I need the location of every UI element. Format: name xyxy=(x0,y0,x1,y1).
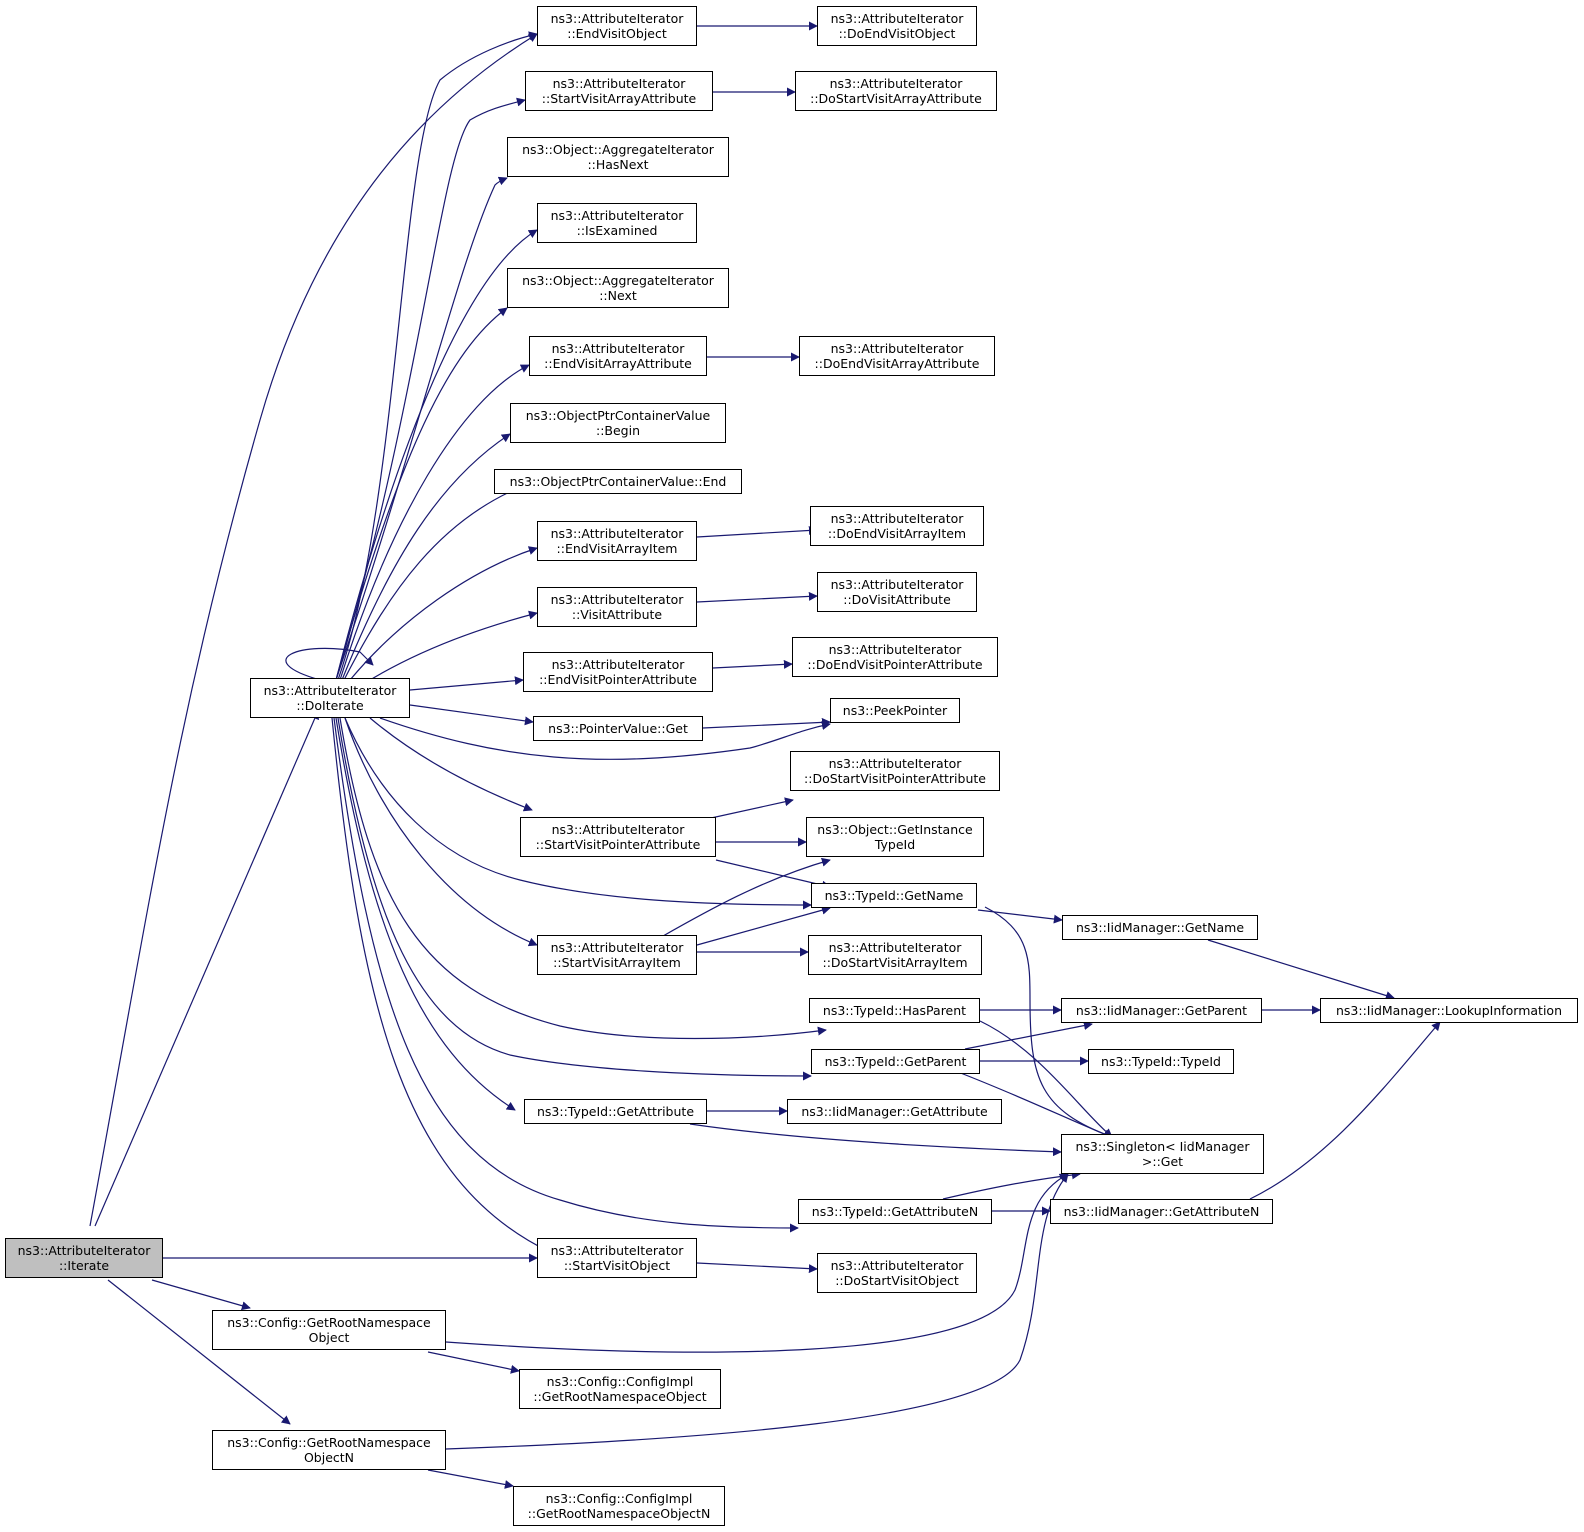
node-startvisitarrayattribute[interactable]: ns3::AttributeIterator::StartVisitArrayA… xyxy=(525,71,713,111)
node-doendvisitobject[interactable]: ns3::AttributeIterator::DoEndVisitObject xyxy=(817,6,977,46)
edge-startvisitpointerattribute-dostart xyxy=(701,797,794,821)
edge-doiterate-hasparent xyxy=(339,717,827,1040)
node-hasparent[interactable]: ns3::TypeId::HasParent xyxy=(809,998,980,1023)
edge-startvisitpointerattribute-typeidgetname xyxy=(715,859,831,890)
edge-iterate-getrootnamespaceobjectn xyxy=(107,1279,291,1425)
edge-startvisitobject-do xyxy=(696,1262,818,1274)
node-startvisitobject[interactable]: ns3::AttributeIterator::StartVisitObject xyxy=(537,1238,697,1278)
node-endvisitpointerattribute[interactable]: ns3::AttributeIterator::EndVisitPointerA… xyxy=(523,652,713,692)
node-iidgetattributen[interactable]: ns3::IidManager::GetAttributeN xyxy=(1050,1199,1273,1224)
node-iidgetname[interactable]: ns3::IidManager::GetName xyxy=(1062,915,1258,940)
edge-typeidgetname-iidgetname xyxy=(977,909,1063,924)
node-iterate: ns3::AttributeIterator::Iterate xyxy=(5,1238,163,1278)
edge-iterate-endvisitobject xyxy=(89,33,538,1227)
edge-getrootnamespaceobjectn-singletonget xyxy=(445,1173,1069,1450)
node-iidgetparent[interactable]: ns3::IidManager::GetParent xyxy=(1061,998,1262,1023)
node-endvisitobject[interactable]: ns3::AttributeIterator::EndVisitObject xyxy=(537,6,697,46)
edge-getrootnamespaceobjectn-configimpl xyxy=(427,1469,514,1489)
edge-doiterate-startvisitarrayitem xyxy=(344,717,538,947)
edge-doiterate-opcbegin xyxy=(341,433,511,681)
node-aggnext[interactable]: ns3::Object::AggregateIterator::Next xyxy=(507,268,729,308)
node-peekpointer[interactable]: ns3::PeekPointer xyxy=(830,698,960,723)
edge-getparent-iidgetparent xyxy=(964,1021,1093,1050)
edge-doiterate-startvisitpointerattribute xyxy=(369,717,533,812)
node-typeidtypeid[interactable]: ns3::TypeId::TypeId xyxy=(1088,1049,1234,1074)
node-startvisitpointerattribute[interactable]: ns3::AttributeIterator::StartVisitPointe… xyxy=(520,817,716,857)
edge-getparent-singletonget xyxy=(957,1071,1113,1139)
node-doendvisitpointerattribute[interactable]: ns3::AttributeIterator::DoEndVisitPointe… xyxy=(792,637,998,677)
edge-getrootnamespaceobject-singletonget xyxy=(445,1173,1069,1353)
edge-doiterate-getparent xyxy=(337,717,812,1081)
edge-getattribute-singletonget xyxy=(689,1123,1062,1157)
node-configimplgetrootnamespaceobject[interactable]: ns3::Config::ConfigImpl::GetRootNamespac… xyxy=(519,1369,721,1409)
edge-doiterate-peekpointer xyxy=(379,717,831,760)
edge-iidgetattributen-lookupinformation xyxy=(1249,1021,1441,1200)
node-startvisitarrayitem[interactable]: ns3::AttributeIterator::StartVisitArrayI… xyxy=(537,935,697,975)
node-agghasnext[interactable]: ns3::Object::AggregateIterator::HasNext xyxy=(507,137,729,177)
node-opcbegin[interactable]: ns3::ObjectPtrContainerValue::Begin xyxy=(510,403,726,443)
node-endvisitarrayitem[interactable]: ns3::AttributeIterator::EndVisitArrayIte… xyxy=(537,521,697,561)
node-typeidgetname[interactable]: ns3::TypeId::GetName xyxy=(811,883,977,908)
edge-doiterate-startvisitarrayattribute xyxy=(335,97,526,681)
edge-doiterate-endvisitpointerattribute xyxy=(409,676,524,691)
edge-iterate-getrootnamespaceobject xyxy=(151,1279,251,1311)
edge-doiterate-startvisitobject xyxy=(331,717,551,1253)
node-getattributen[interactable]: ns3::TypeId::GetAttributeN xyxy=(798,1199,992,1224)
edge-doiterate-opcend xyxy=(343,484,524,681)
edge-pointervalueget-peekpointer xyxy=(702,717,831,729)
edge-iidgetname-lookupinformation xyxy=(1207,939,1395,1000)
edge-doiterate-endvisitobject xyxy=(337,31,538,681)
node-iidgetattribute[interactable]: ns3::IidManager::GetAttribute xyxy=(787,1099,1002,1124)
node-singletonget[interactable]: ns3::Singleton< IidManager>::Get xyxy=(1061,1134,1264,1174)
node-doiterate[interactable]: ns3::AttributeIterator::DoIterate xyxy=(250,678,410,718)
node-isexamined[interactable]: ns3::AttributeIterator::IsExamined xyxy=(537,203,697,243)
node-endvisitarrayattribute[interactable]: ns3::AttributeIterator::EndVisitArrayAtt… xyxy=(529,336,707,376)
edge-startvisitarrayitem-getinstancetypeid xyxy=(655,857,831,941)
edge-visitattribute-do xyxy=(696,591,818,603)
node-doendvisitarrayitem[interactable]: ns3::AttributeIterator::DoEndVisitArrayI… xyxy=(810,506,984,546)
edge-doiterate-aggnext xyxy=(335,307,508,681)
edge-doiterate-getattributen xyxy=(333,717,799,1233)
edge-hasparent-singletonget xyxy=(979,1020,1113,1138)
node-getparent[interactable]: ns3::TypeId::GetParent xyxy=(811,1049,980,1074)
edge-doiterate-endvisitarrayitem xyxy=(349,546,538,681)
edge-endvisitpointerattribute-do xyxy=(712,659,793,669)
node-getattribute[interactable]: ns3::TypeId::GetAttribute xyxy=(524,1099,707,1124)
node-opcend[interactable]: ns3::ObjectPtrContainerValue::End xyxy=(494,469,742,494)
edge-typeidgetname-singletonget xyxy=(984,906,1113,1139)
edge-doiterate-self xyxy=(285,647,374,681)
node-lookupinformation[interactable]: ns3::IidManager::LookupInformation xyxy=(1320,998,1578,1023)
node-dostartvisitpointerattribute[interactable]: ns3::AttributeIterator::DoStartVisitPoin… xyxy=(790,751,1000,791)
edge-iterate-doiterate xyxy=(94,710,319,1227)
edge-endvisitarrayitem-do xyxy=(696,525,818,538)
edge-doiterate-pointervalueget xyxy=(409,704,534,726)
edge-getrootnamespaceobject-configimpl xyxy=(427,1351,520,1374)
node-doendvisitarrayattribute[interactable]: ns3::AttributeIterator::DoEndVisitArrayA… xyxy=(799,336,995,376)
node-pointervalueget[interactable]: ns3::PointerValue::Get xyxy=(533,716,703,741)
edge-doiterate-isexamined xyxy=(335,229,538,681)
edge-doiterate-agghasnext xyxy=(335,176,508,681)
node-dostartvisitobject[interactable]: ns3::AttributeIterator::DoStartVisitObje… xyxy=(817,1253,977,1293)
node-visitattribute[interactable]: ns3::AttributeIterator::VisitAttribute xyxy=(537,587,697,627)
edge-doiterate-typeidgetname xyxy=(344,717,812,910)
edge-doiterate-getattribute xyxy=(335,717,516,1111)
edge-doiterate-visitattribute xyxy=(369,610,538,681)
edge-startvisitarrayitem-typeidgetname xyxy=(696,905,831,946)
node-dovisitattribute[interactable]: ns3::AttributeIterator::DoVisitAttribute xyxy=(817,572,977,612)
edge-doiterate-endvisitarrayattribute xyxy=(339,364,530,681)
node-configimplgetrootnamespaceobjectn[interactable]: ns3::Config::ConfigImpl::GetRootNamespac… xyxy=(513,1486,725,1526)
node-dostartvisitarrayattribute[interactable]: ns3::AttributeIterator::DoStartVisitArra… xyxy=(795,71,997,111)
node-dostartvisitarrayitem[interactable]: ns3::AttributeIterator::DoStartVisitArra… xyxy=(808,935,982,975)
